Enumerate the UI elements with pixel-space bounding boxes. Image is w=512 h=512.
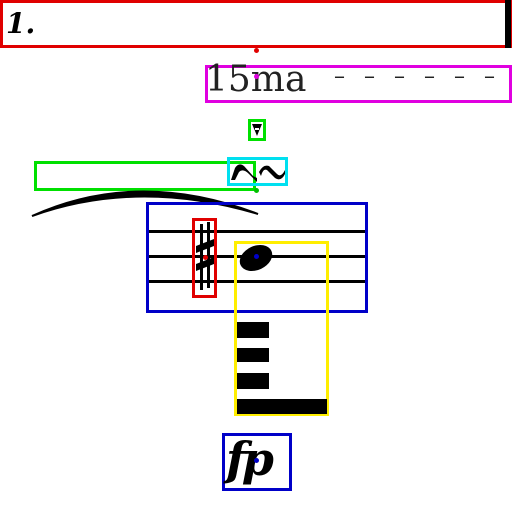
fingering-box-right-edge (505, 0, 511, 48)
slur-curve (31, 190, 259, 217)
note-box (234, 241, 329, 416)
sharp-icon (196, 222, 214, 290)
staff-line-1 (149, 230, 365, 233)
turn-box (227, 157, 288, 186)
ornament-box (248, 119, 266, 141)
dynamic-anchor-dot (254, 458, 259, 463)
fingering-text: 1. (6, 7, 36, 40)
ledger-line-1 (237, 322, 269, 338)
sharp-box (192, 218, 217, 298)
sharp-anchor-dot (203, 255, 208, 260)
ledger-line-2 (237, 348, 269, 362)
slur-box (34, 161, 256, 191)
ledger-line-4 (237, 399, 327, 414)
ledger-line-3 (237, 373, 269, 389)
ottava-dash-line: – – – – – – (334, 64, 501, 89)
turn-anchor-dot (254, 188, 259, 193)
dynamic-text: fp (226, 432, 274, 486)
ottava-box (205, 65, 512, 103)
notehead-anchor-dot (254, 254, 259, 259)
ornament-icon (252, 124, 262, 136)
turn-ornament-icon (231, 164, 285, 182)
ottava-text: 15ma (205, 59, 307, 100)
staff-line-3 (149, 280, 365, 283)
fingering-box (0, 0, 512, 48)
ottava-anchor-dot (254, 74, 259, 79)
dynamic-box (222, 433, 292, 491)
fingering-anchor-dot (254, 48, 259, 53)
staff-box (146, 202, 368, 313)
